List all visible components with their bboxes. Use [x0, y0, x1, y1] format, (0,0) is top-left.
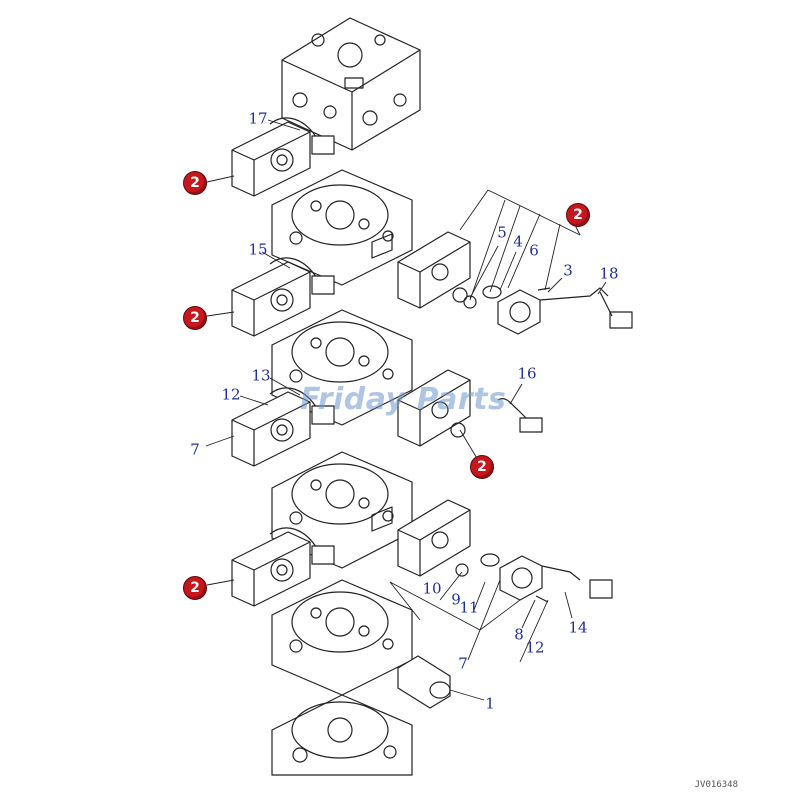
part-label-1: 1	[485, 694, 495, 713]
part-label-5: 5	[497, 223, 507, 242]
part-label-8: 8	[514, 625, 524, 644]
part-label-12b: 12	[525, 638, 545, 657]
valve-section-4	[271, 451, 413, 569]
part-label-3: 3	[563, 261, 573, 280]
valve-section-top	[281, 17, 421, 151]
right-valve-block-lower	[397, 499, 500, 577]
watermark-text: Friday Parts	[300, 382, 507, 417]
callout-badge-2: 2	[183, 171, 207, 195]
leader-lines	[205, 119, 607, 701]
solenoid-cover-bottom	[231, 527, 335, 607]
part-label-9: 9	[451, 590, 461, 609]
plug-part-1	[397, 655, 451, 709]
valve-section-2	[271, 169, 413, 286]
part-label-14: 14	[568, 618, 588, 637]
part-label-7b: 7	[458, 654, 468, 673]
solenoid-assembly-lower	[499, 555, 613, 603]
valve-section-5	[271, 579, 413, 696]
callout-badge-2: 2	[183, 576, 207, 600]
part-label-17: 17	[248, 109, 268, 128]
solenoid-cover-15	[231, 257, 335, 337]
right-valve-block-middle	[397, 369, 543, 447]
part-label-12a: 12	[221, 385, 241, 404]
drawing-code: JV016348	[694, 780, 738, 790]
valve-section-bottom	[271, 694, 413, 776]
solenoid-assembly-upper	[497, 287, 633, 335]
part-label-10: 10	[422, 579, 442, 598]
solenoid-cover-13	[231, 387, 335, 467]
callout-badge-2: 2	[183, 306, 207, 330]
part-label-16: 16	[517, 364, 537, 383]
right-valve-block-upper	[397, 231, 502, 309]
part-label-13: 13	[251, 366, 271, 385]
part-label-11: 11	[459, 598, 479, 617]
part-label-4: 4	[513, 232, 523, 251]
callout-badge-2: 2	[566, 203, 590, 227]
part-label-18: 18	[599, 264, 619, 283]
part-label-7a: 7	[190, 440, 200, 459]
callout-badge-2: 2	[470, 455, 494, 479]
part-label-15: 15	[248, 240, 268, 259]
part-label-6: 6	[529, 241, 539, 260]
solenoid-cover-17	[231, 117, 335, 197]
